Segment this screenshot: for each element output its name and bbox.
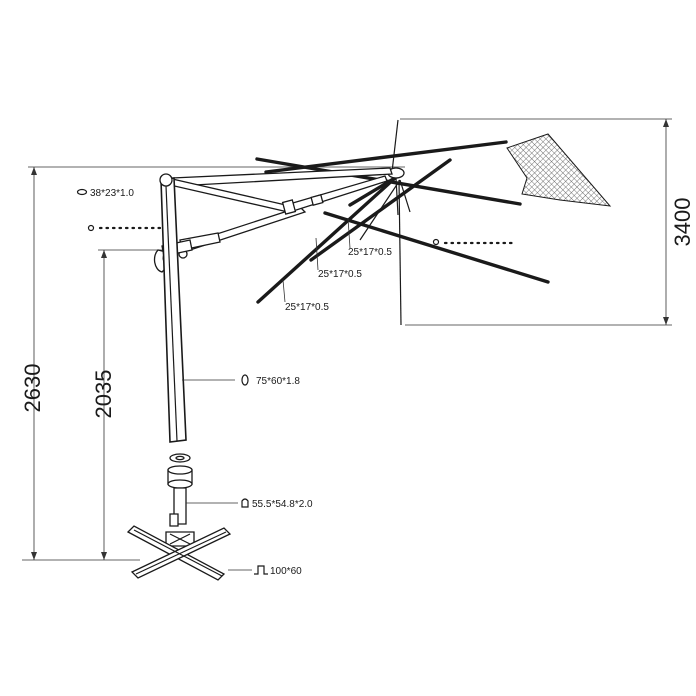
rib-annotations: 25*17*0.5 25*17*0.5 25*17*0.5 [282,217,517,313]
main-pole [160,177,187,443]
base-assembly [165,453,195,547]
rib-upper-label: 25*17*0.5 [348,247,392,258]
pole-profile-annotation: 75*60*1.8 [182,374,300,387]
arm-profile-label: 38*23*1.0 [90,188,134,199]
cross-base-annotation: 100*60 [228,565,302,577]
cross-base [126,525,232,581]
pole-height-dimension: 2035 [91,249,165,560]
canopy-height-dimension: 3400 [400,118,695,326]
pole-height-label: 2035 [91,370,116,419]
overall-height-dimension: 2630 [20,166,405,561]
canopy-fabric-panel [506,133,612,207]
canopy-ribs [255,119,550,326]
rib-middle-label: 25*17*0.5 [318,269,362,280]
arm-profile-annotation: 38*23*1.0 [76,188,164,232]
overall-height-label: 2630 [20,364,45,413]
cross-base-label: 100*60 [270,566,302,577]
pole-top-cap [159,173,173,187]
rib-lower-label: 25*17*0.5 [285,302,329,313]
canopy-height-label: 3400 [670,198,695,247]
pole-profile-label: 75*60*1.8 [256,376,300,387]
base-tube-annotation: 55.5*54.8*2.0 [186,498,313,510]
base-tube-label: 55.5*54.8*2.0 [252,499,313,510]
